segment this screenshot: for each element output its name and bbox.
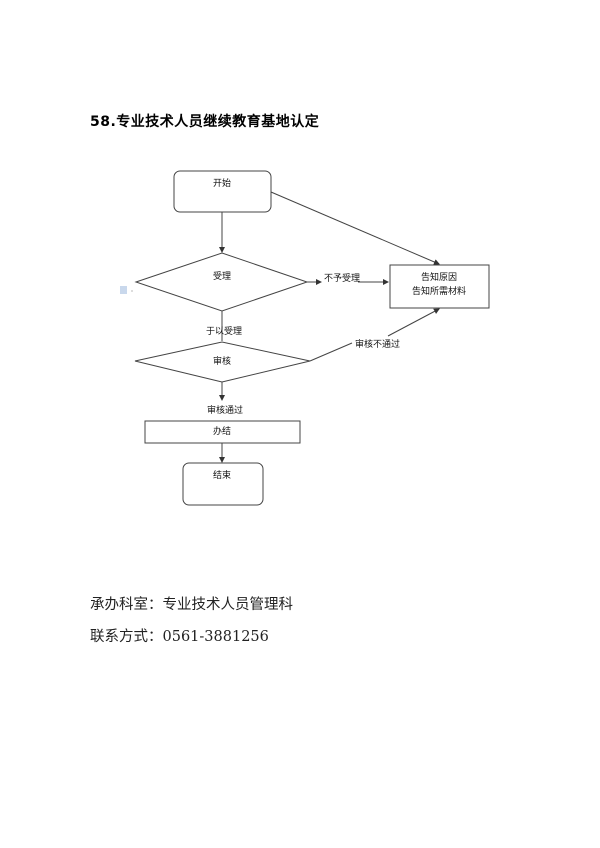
department-info: 承办科室：专业技术人员管理科: [90, 597, 293, 613]
notify-line1: 告知原因: [421, 271, 457, 283]
review-fail-label: 审核不通过: [355, 338, 400, 350]
end-label: 结束: [213, 469, 231, 481]
page-title: 58.专业技术人员继续教育基地认定: [90, 114, 320, 130]
arrow-fail-notify: [387, 308, 440, 337]
accept-label: 受理: [213, 270, 231, 282]
start-node: [173, 170, 272, 213]
contact-info: 联系方式：0561-3881256: [90, 629, 269, 645]
review-label: 审核: [213, 355, 231, 367]
notify-line2: 告知所需材料: [412, 285, 466, 297]
end-node: [182, 462, 264, 506]
document-icon: [120, 286, 133, 294]
arrow-start-notify: [270, 191, 440, 265]
accept-decision: [134, 252, 309, 312]
accepted-label: 于以受理: [206, 325, 242, 337]
review-pass-label: 审核通过: [207, 404, 243, 416]
complete-label: 办结: [213, 425, 231, 437]
reject-label: 不予受理: [324, 272, 360, 284]
start-label: 开始: [213, 177, 231, 189]
notify-node: [389, 264, 490, 309]
